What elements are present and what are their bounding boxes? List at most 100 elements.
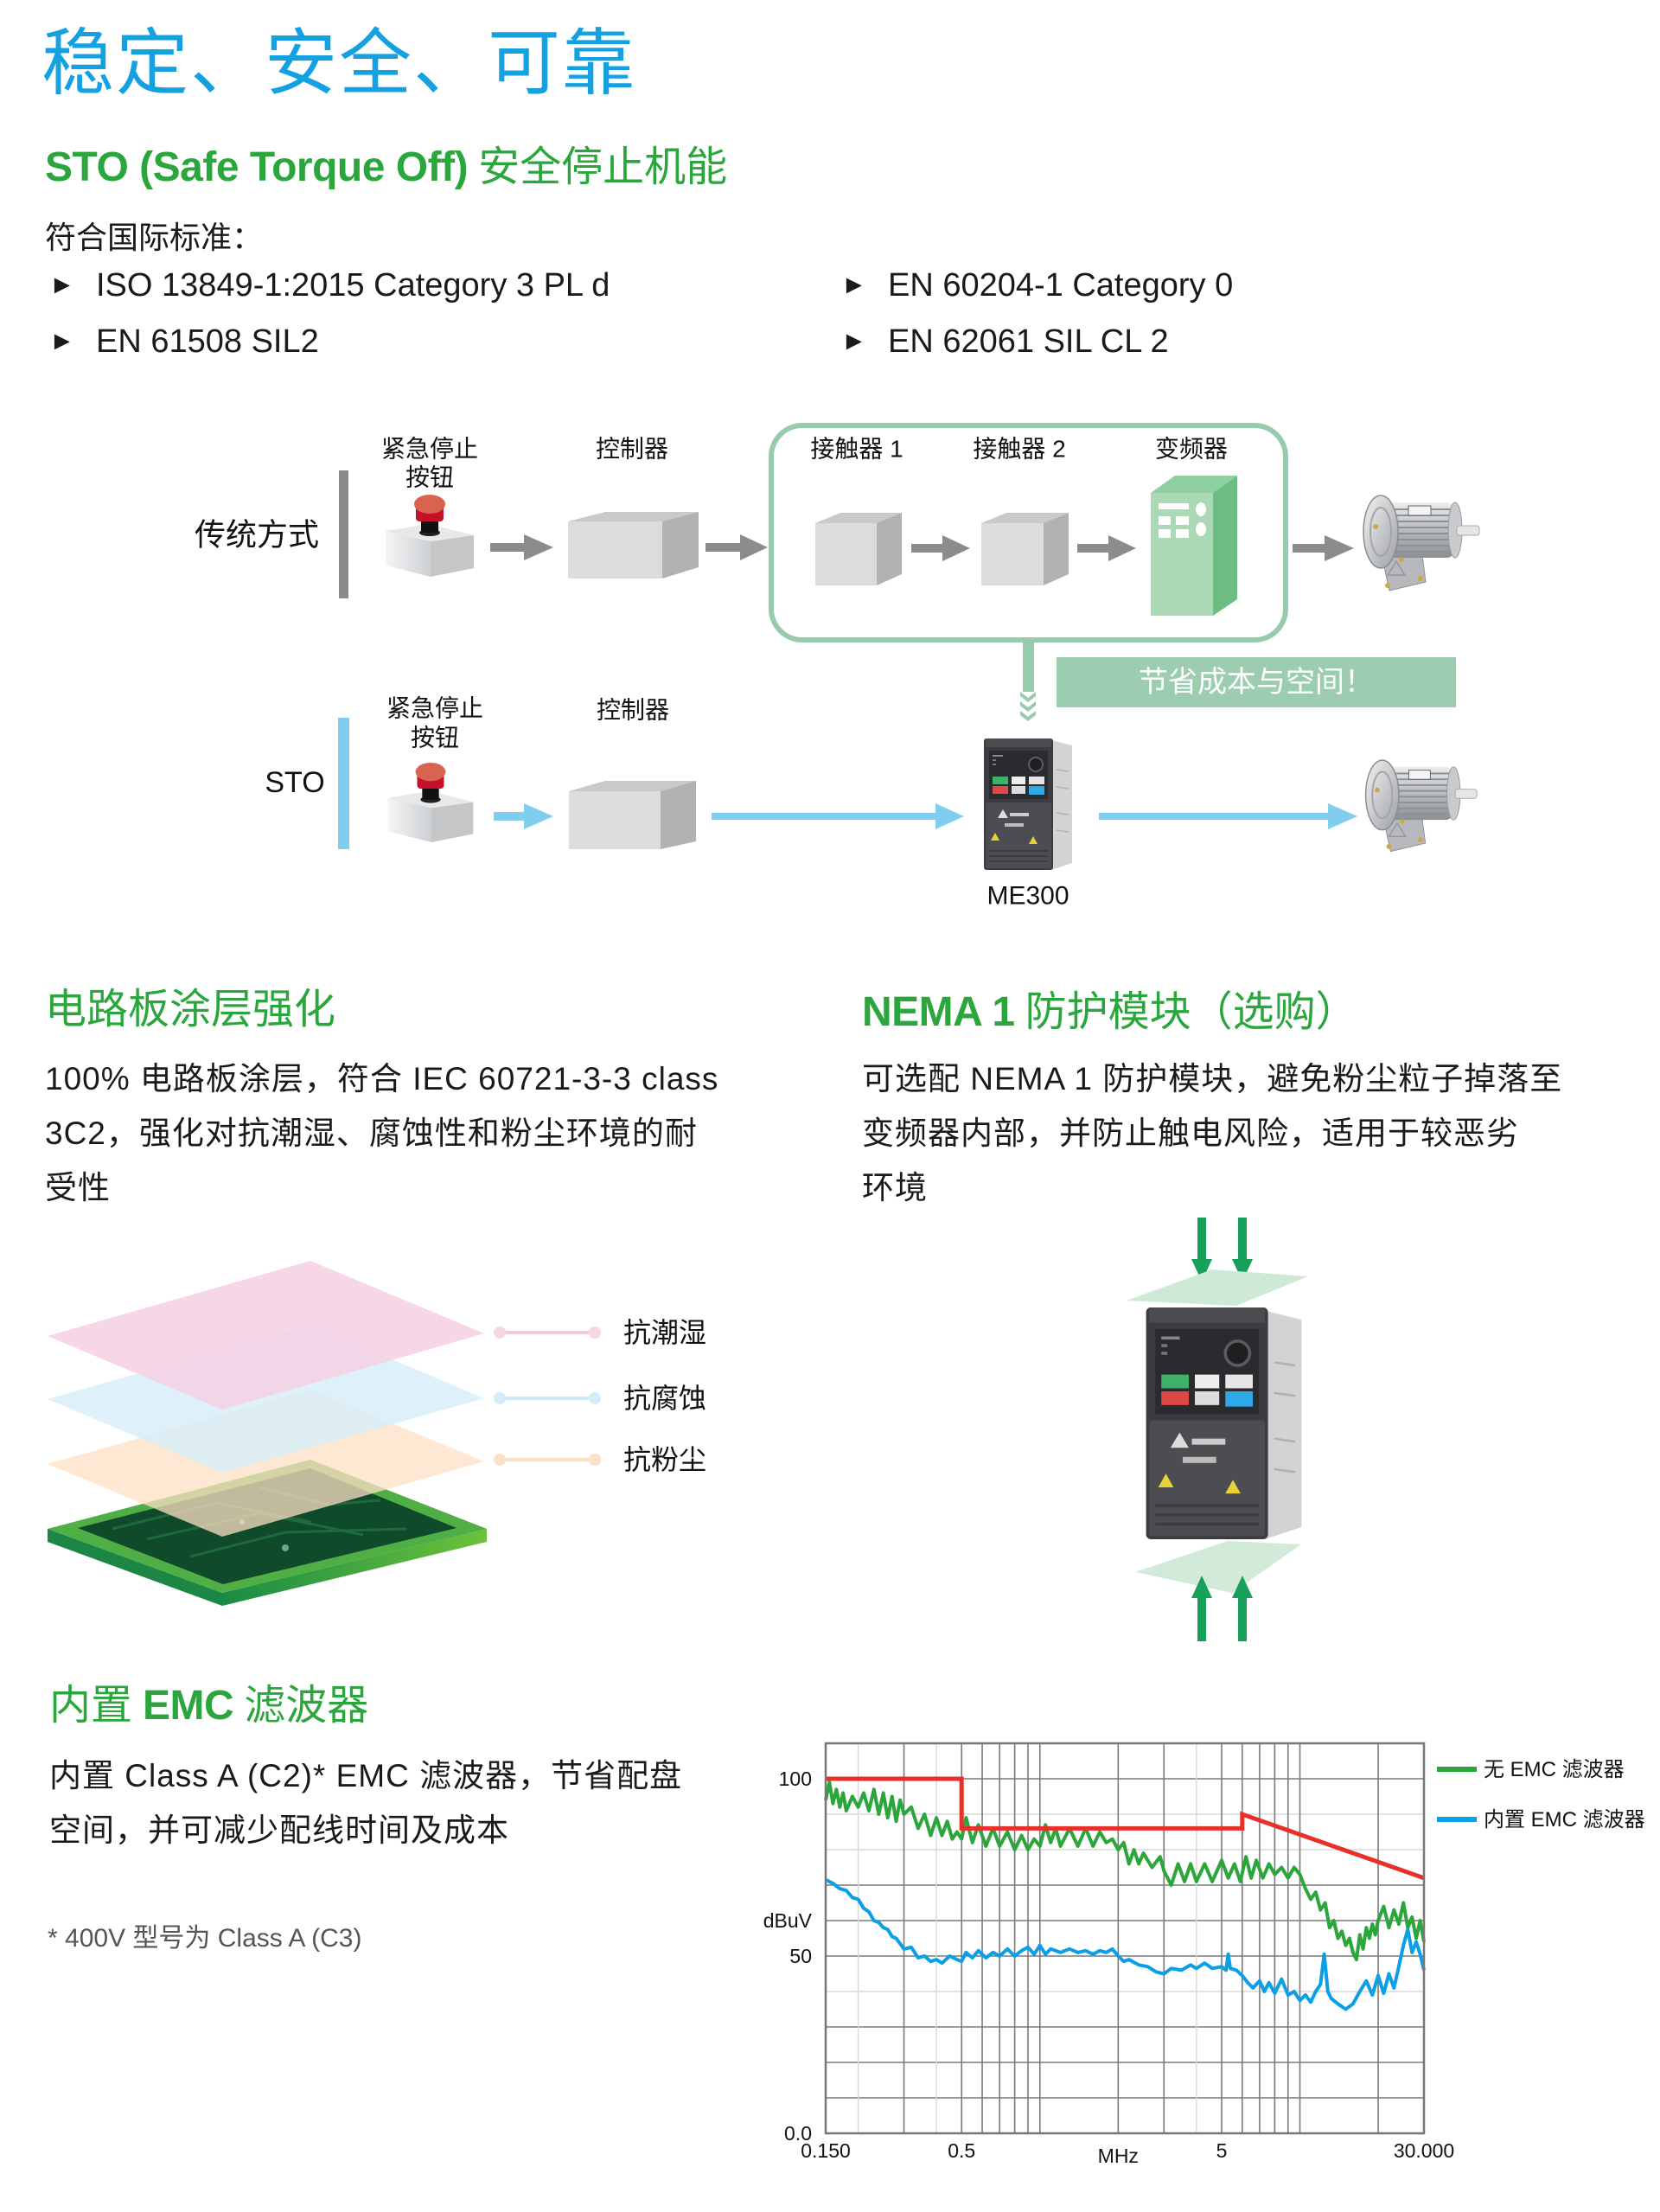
row-label-traditional: 传统方式: [195, 517, 319, 553]
chart-x-tick-label: 30.000: [1394, 2139, 1454, 2162]
savings-banner: [1057, 657, 1456, 707]
chart-legend: 无 EMC 滤波器 内置 EMC 滤波器: [1437, 1758, 1645, 1832]
arrow-down-icon: [1191, 1218, 1212, 1282]
nema-description-line: 变频器内部，并防止触电风险，适用于较恶劣: [862, 1116, 1519, 1151]
layer-callout-corrosion: 抗腐蚀: [494, 1383, 706, 1414]
arrow-right-icon: [911, 535, 970, 561]
chart-y-tick-label: 50: [789, 1945, 812, 1967]
footnote: * 400V 型号为 Class A (C3): [48, 1924, 362, 1953]
chart-x-tick-label: 5: [1216, 2139, 1228, 2162]
emc-description-line: 空间，并可减少配线时间及成本: [49, 1812, 509, 1848]
chart-plot-background: [826, 1743, 1424, 2133]
arrow-right-icon: [1293, 535, 1354, 561]
estop-label-line1: 紧急停止: [381, 436, 478, 463]
standard-item: ► ISO 13849-1:2015 Category 3 PL d: [49, 269, 610, 302]
chart-x-tick-label: 0.150: [801, 2139, 851, 2162]
emergency-stop-button-icon: [386, 495, 474, 577]
row-label-sto: STO: [265, 766, 324, 799]
standard-text: ISO 13849-1:2015 Category 3 PL d: [96, 267, 610, 304]
standard-item: ► EN 60204-1 Category 0: [841, 269, 1233, 302]
me300-drive-image: [1144, 1306, 1304, 1541]
drive-label: ME300: [986, 882, 1069, 911]
chart-series: [824, 1776, 1426, 2011]
coating-description-line: 3C2，强化对抗潮湿、腐蚀性和粉尘环境的耐: [45, 1116, 698, 1151]
savings-banner-text: 节省成本与空间！: [1139, 666, 1374, 699]
chart-x-tick-label: 0.5: [948, 2139, 975, 2162]
nema-description-line: 环境: [862, 1170, 928, 1205]
page-title: 稳定、安全、可靠: [42, 22, 637, 104]
sto-comparison-diagram: 传统方式 紧急停止 按钮 控制器 接触器 1 接触器 2 变频器: [195, 423, 1480, 911]
bullet-arrow-icon: ►: [49, 271, 75, 299]
arrow-up-icon: [1232, 1576, 1253, 1641]
nema-heading-rest: 防护模块（选购）: [1025, 989, 1357, 1035]
standard-text: EN 60204-1 Category 0: [888, 267, 1234, 304]
legend-label-built-in-emc-filter: 内置 EMC 滤波器: [1484, 1808, 1645, 1832]
moisture-layer-plane: [48, 1261, 484, 1410]
arrow-right-icon: [490, 534, 553, 560]
arrow-right-icon: [494, 803, 553, 829]
controller-label: 控制器: [597, 697, 669, 724]
legend-label-no-emc-filter: 无 EMC 滤波器: [1484, 1758, 1625, 1781]
emc-chart: 0.0 50 100 0.150 0.5 5 30.000 dBuV MHz 无 EMC 滤波器…: [763, 1742, 1645, 2167]
contactor2-box: [981, 513, 1069, 585]
chart-series-line-no-emc-filter: [824, 1780, 1426, 1962]
emc-heading-post: 滤波器: [244, 1683, 369, 1729]
pcb-coating-illustration: 抗潮湿 抗腐蚀 抗粉尘: [48, 1261, 706, 1606]
motor-icon: [1364, 759, 1478, 853]
emc-heading-bold: EMC: [143, 1683, 234, 1729]
chart-limit-line: [826, 1776, 1425, 1881]
row-marker-traditional: [339, 470, 348, 598]
arrow-right-icon: [1099, 803, 1357, 829]
chart-y-axis-label: dBuV: [763, 1909, 813, 1932]
bullet-arrow-icon: ►: [841, 327, 867, 355]
emc-description-line: 内置 Class A (C2)* EMC 滤波器，节省配盘: [49, 1758, 683, 1793]
estop-label-line1: 紧急停止: [386, 695, 483, 722]
contactor1-box: [815, 513, 902, 585]
chart-y-tick-label: 100: [779, 1768, 812, 1790]
chart-x-axis-label: MHz: [1098, 2145, 1139, 2167]
inverter-label: 变频器: [1155, 436, 1228, 463]
nema-protection-illustration: [1127, 1218, 1308, 1641]
arrow-up-icon: [1191, 1576, 1212, 1641]
controller-box: [569, 781, 696, 849]
emc-description: 内置 Class A (C2)* EMC 滤波器，节省配盘 空间，并可减少配线时…: [49, 1749, 682, 1857]
me300-drive-image: [983, 738, 1073, 871]
nema-description: 可选配 NEMA 1 防护模块，避免粉尘粒子掉落至 变频器内部，并防止触电风险，…: [862, 1052, 1562, 1215]
coating-heading: 电路板涂层强化: [45, 987, 336, 1032]
nema-heading-bold: NEMA 1: [862, 989, 1015, 1035]
layer-callout-moisture: 抗潮湿: [494, 1317, 706, 1348]
layer-callout-dust: 抗粉尘: [494, 1444, 706, 1475]
contactor2-label: 接触器 2: [973, 436, 1065, 463]
chevron-down-icon: [1020, 692, 1036, 721]
controller-box: [568, 512, 699, 579]
chart-y-tick-label: 0.0: [784, 2122, 812, 2145]
chart-series-line-built-in-emc-filter: [825, 1878, 1426, 2011]
coating-description-line: 受性: [45, 1170, 111, 1205]
standard-text: EN 61508 SIL2: [96, 323, 319, 360]
motor-icon: [1363, 495, 1480, 591]
sto-heading-bold: STO (Safe Torque Off): [45, 144, 469, 190]
arrow-down-icon: [1232, 1218, 1253, 1282]
emc-heading-pre: 内置: [49, 1683, 133, 1729]
controller-label: 控制器: [596, 436, 668, 463]
estop-label-line2: 按钮: [405, 464, 454, 491]
standard-item: ► EN 61508 SIL2: [49, 325, 319, 358]
coating-description-line: 100% 电路板涂层，符合 IEC 60721-3-3 class: [45, 1061, 719, 1096]
sto-heading: STO (Safe Torque Off)安全停止机能: [45, 147, 727, 189]
bullet-arrow-icon: ►: [841, 271, 867, 299]
connector-line: [1023, 638, 1034, 692]
top-protection-plane: [1127, 1269, 1308, 1306]
layer-label: 抗潮湿: [623, 1317, 706, 1348]
chart-plot-border: [824, 1742, 1426, 2135]
coating-description: 100% 电路板涂层，符合 IEC 60721-3-3 class 3C2，强化…: [45, 1052, 718, 1215]
layer-label: 抗腐蚀: [623, 1383, 706, 1414]
arrow-right-icon: [1077, 535, 1136, 561]
inverter-box: [1151, 476, 1237, 616]
row-marker-sto: [338, 718, 349, 849]
standard-item: ► EN 62061 SIL CL 2: [841, 325, 1169, 358]
emergency-stop-button-icon: [387, 763, 474, 842]
arrow-right-icon: [706, 534, 768, 560]
arrow-right-icon: [712, 803, 964, 829]
